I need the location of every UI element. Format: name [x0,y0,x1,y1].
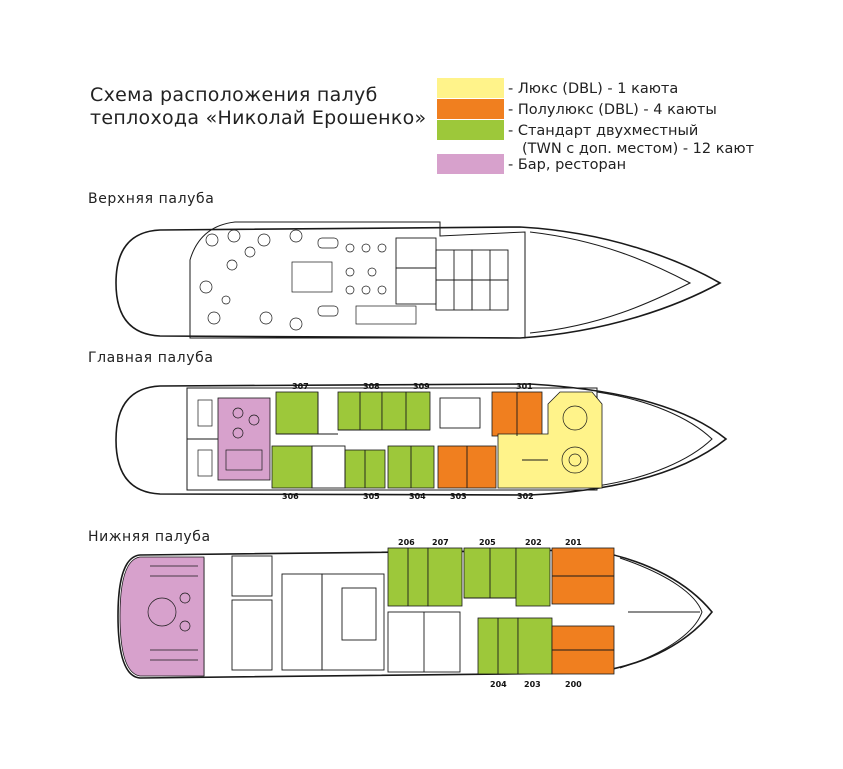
upper-deck-plan [115,221,722,339]
lower-deck-walls [231,548,614,674]
lower-num-202: 202 [525,538,542,547]
lower-deck-label: Нижняя палуба [88,529,211,545]
legend: - Люкс (DBL) - 1 каюта - Полулюкс (DBL) … [437,78,755,174]
main-num-304: 304 [409,492,426,501]
lower-restaurant-furniture [147,565,198,661]
main-deck-chairs [197,399,213,477]
main-cabin-302 [497,391,603,489]
main-num-301: 301 [516,382,533,391]
legend-label-standard: - Стандарт двухместный [508,123,698,139]
lower-deck-bow-line [619,557,703,669]
main-deck-walls [187,392,548,489]
legend-swatch-semilux [437,99,504,119]
main-num-308: 308 [363,382,380,391]
lower-num-207: 207 [432,538,449,547]
main-cabin-307 [275,391,319,435]
upper-deck-hull [115,226,722,339]
legend-swatch-lux [437,78,504,98]
main-deck-round-table [561,405,589,474]
main-cabin-306 [271,445,313,489]
main-bar-furniture [225,407,263,471]
main-num-305: 305 [363,492,380,501]
main-num-306: 306 [282,492,299,501]
legend-label-semilux: - Полулюкс (DBL) - 4 каюты [508,102,717,118]
lower-cabin-202 [515,547,551,607]
upper-deck-superstructure [189,221,526,339]
main-num-302: 302 [517,492,534,501]
legend-label-bar: - Бар, ресторан [508,157,626,173]
lower-deck-restaurant [119,556,205,677]
legend-swatch-bar [437,154,504,174]
lower-num-204: 204 [490,680,507,689]
legend-swatch-standard [437,120,504,140]
main-deck-bar [217,397,271,481]
lower-cabin-203 [517,617,553,675]
main-num-307: 307 [292,382,309,391]
lower-num-206: 206 [398,538,415,547]
main-deck-numbers: 307 308 309 301 306 305 304 303 302 [282,382,534,501]
lower-num-203: 203 [524,680,541,689]
lower-num-200: 200 [565,680,582,689]
lower-deck-numbers: 206 207 205 202 201 204 203 200 [398,538,582,689]
upper-deck-label: Верхняя палуба [88,191,214,207]
title-line-2: теплохода «Николай Ерошенко» [90,107,426,129]
main-num-303: 303 [450,492,467,501]
lower-deck-plan [117,547,714,679]
lower-num-201: 201 [565,538,582,547]
main-deck-plan [115,383,728,496]
upper-deck-service-rooms [395,237,509,311]
main-deck-bow-line [596,391,713,487]
legend-label-lux: - Люкс (DBL) - 1 каюта [508,81,678,97]
legend-label-standard-2: (TWN с доп. местом) - 12 кают [522,141,755,157]
title-line-1: Схема расположения палуб [90,84,378,106]
upper-deck-bow-line [529,231,692,334]
lower-num-205: 205 [479,538,496,547]
upper-deck-furniture [199,229,417,331]
main-deck-label: Главная палуба [88,350,214,366]
main-num-309: 309 [413,382,430,391]
lower-cabin-207 [427,547,463,607]
